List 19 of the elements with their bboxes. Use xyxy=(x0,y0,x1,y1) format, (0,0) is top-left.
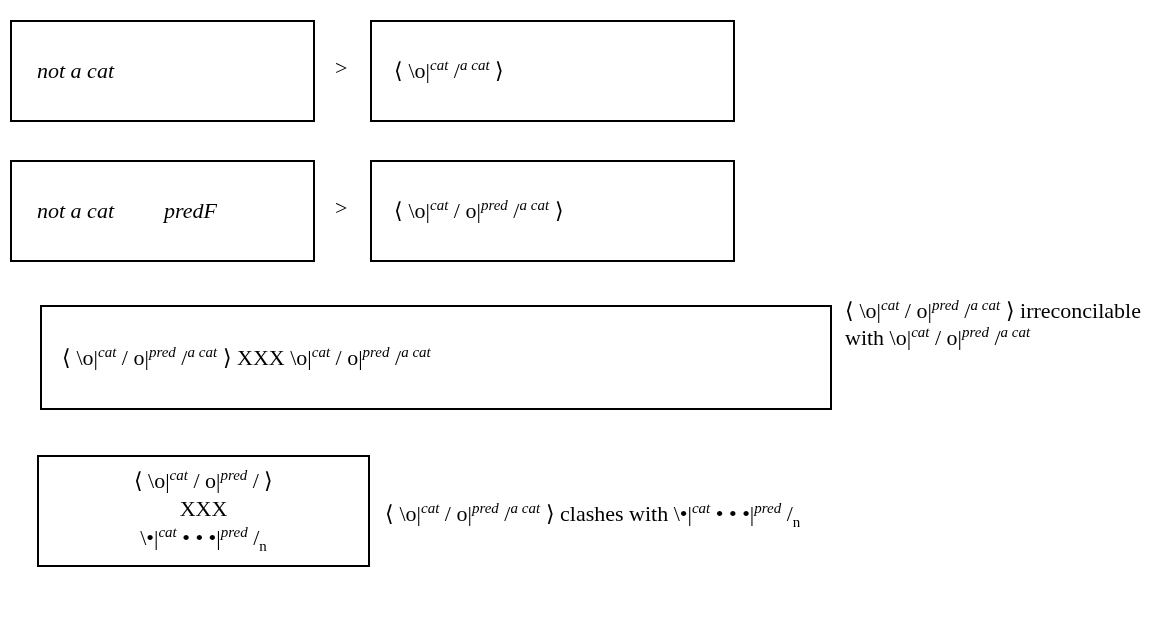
notation-box xyxy=(10,160,315,262)
notation-text: not a cat xyxy=(37,58,114,84)
relation-sign: > xyxy=(335,195,348,221)
notation-text: ⟨ \o|$^{cat}$ / o|$^{pred}$ /$^{a cat}$ ⟩ xyxy=(394,197,564,225)
note-text: ⟨ \o|$^{cat}$ / o|$^{pred}$ /$^{a cat}$ ⟩ irreconcilable with \o|$^{cat}$ / o|$^{pred}$ /$^{a cat}$ xyxy=(845,297,1142,351)
notation-text: ⟨ \o|$^{cat}$ / o|$^{pred}$ / ⟩ xyxy=(133,466,274,495)
notation-text: ⟨ \o|$^{cat}$ /$^{a cat}$ ⟩ xyxy=(394,57,505,85)
notation-box xyxy=(40,305,832,410)
notation-text: ⟨ \o|$^{cat}$ / o|$^{pred}$ /$^{a cat}$ ⟩ XXX \o|$^{cat}$ / o|$^{pred}$ /$^{a cat}$ xyxy=(62,343,431,372)
notation-box xyxy=(370,160,735,262)
notation-text: XXX xyxy=(179,496,228,523)
notation-text: \•|$^{cat}$ • • •|$^{pred}$ /$_{n}$ xyxy=(140,524,267,555)
notation-text: not a cat xyxy=(37,198,114,224)
notation-box xyxy=(37,455,370,567)
relation-sign: > xyxy=(335,55,348,81)
notation-text: predF xyxy=(164,198,217,224)
note-text: ⟨ \o|$^{cat}$ / o|$^{pred}$ /$^{a cat}$ ⟩ clashes with \•|$^{cat}$ • • •|$^{pred}$ /$_{n}$ xyxy=(385,500,801,531)
notation-box xyxy=(370,20,735,122)
notation-box xyxy=(10,20,315,122)
